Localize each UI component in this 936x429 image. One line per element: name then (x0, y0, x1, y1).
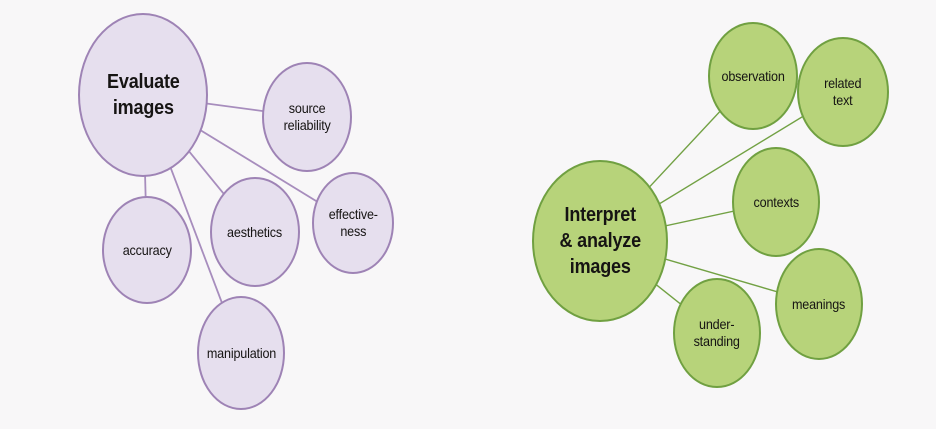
node-label: observation (721, 67, 785, 84)
node-source-reliability: source reliability (262, 62, 352, 172)
node-label: Evaluate images (106, 71, 180, 119)
node-aesthetics: aesthetics (210, 177, 300, 287)
node-understanding: under- standing (673, 278, 761, 388)
node-label: accuracy (122, 241, 172, 258)
node-effectiveness: effective- ness (312, 172, 394, 274)
node-accuracy: accuracy (102, 196, 192, 304)
node-label: meanings (792, 295, 846, 312)
node-evaluate-images: Evaluate images (78, 13, 208, 177)
node-meanings: meanings (775, 248, 863, 360)
node-observation: observation (708, 22, 798, 130)
node-label: source reliability (283, 100, 331, 133)
node-interpret-analyze-images: Interpret & analyze images (532, 160, 668, 322)
node-related-text: related text (797, 37, 889, 147)
node-manipulation: manipulation (197, 296, 285, 410)
node-label: contexts (753, 193, 799, 210)
node-label: related text (824, 75, 862, 108)
node-label: Interpret & analyze images (559, 204, 641, 278)
node-label: aesthetics (227, 223, 283, 240)
node-label: effective- ness (328, 206, 378, 239)
node-label: manipulation (206, 344, 276, 361)
node-contexts: contexts (732, 147, 820, 257)
node-label: under- standing (693, 316, 741, 349)
